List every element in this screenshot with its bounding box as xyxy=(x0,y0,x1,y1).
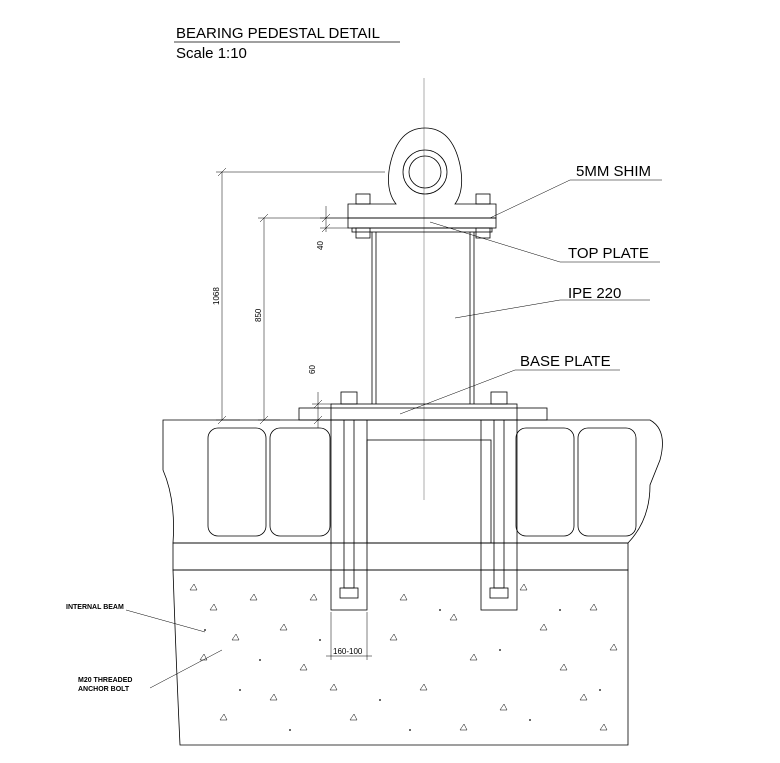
label-anchor-bolt-1: M20 THREADED xyxy=(78,677,132,684)
dim-column: 850 xyxy=(254,308,263,322)
precast-slab xyxy=(162,419,663,544)
label-internal-beam: INTERNAL BEAM xyxy=(66,604,124,611)
dimension-lines xyxy=(216,167,385,660)
drawing-title: BEARING PEDESTAL DETAIL xyxy=(176,25,380,42)
base-plate xyxy=(298,407,548,421)
top-nuts xyxy=(355,193,491,239)
ipe-column xyxy=(371,232,475,404)
label-shim: 5MM SHIM xyxy=(576,163,651,180)
anchor-bolt-right xyxy=(480,391,518,611)
bearing-lug xyxy=(347,127,497,219)
dim-overall: 1068 xyxy=(212,287,221,305)
leader-lines xyxy=(125,179,662,689)
dim-base-plate: 60 xyxy=(308,365,317,374)
label-anchor-bolt-2: ANCHOR BOLT xyxy=(78,686,130,693)
anchor-bolt-left xyxy=(330,391,368,611)
top-plate xyxy=(347,217,497,229)
base-plate-center xyxy=(330,403,518,421)
label-top-plate: TOP PLATE xyxy=(568,245,649,262)
dim-bolt-spacing: 160-100 xyxy=(333,647,363,656)
drawing-scale: Scale 1:10 xyxy=(176,45,247,62)
label-base-plate: BASE PLATE xyxy=(520,353,611,370)
shim-plate xyxy=(351,227,493,233)
screed-layer xyxy=(172,542,629,571)
label-ipe: IPE 220 xyxy=(568,285,621,302)
internal-beam-concrete xyxy=(172,569,629,746)
dim-top-plate: 40 xyxy=(316,241,325,250)
